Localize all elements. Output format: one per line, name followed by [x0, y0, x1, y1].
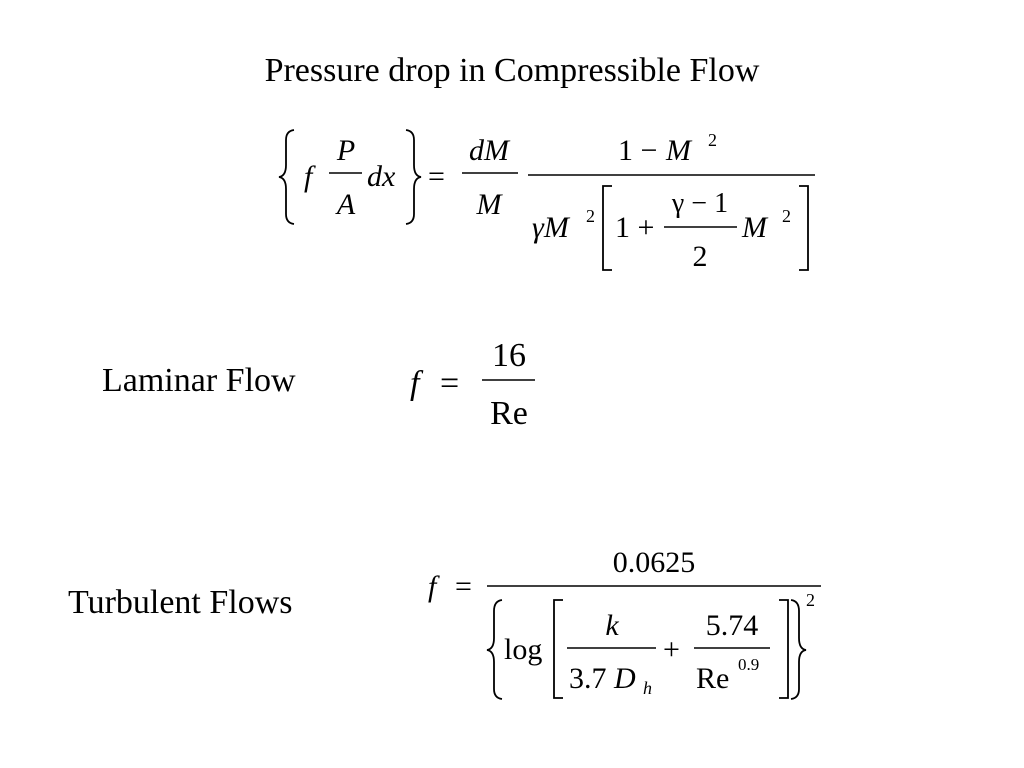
turbulent-flows-label: Turbulent Flows	[68, 584, 293, 621]
laminar-equals: =	[440, 365, 459, 402]
turbulent-left-curly-brace	[486, 599, 503, 700]
laminar-denominator-Re: Re	[490, 395, 528, 432]
turbulent-plus: +	[663, 633, 680, 666]
slide-title: Pressure drop in Compressible Flow	[264, 52, 760, 89]
friction-factor-f: f	[304, 160, 316, 193]
M-numerator: M	[665, 134, 693, 167]
turbulent-f: f	[428, 570, 440, 603]
exponent-0-9: 0.9	[738, 655, 759, 674]
log-function: log	[504, 633, 542, 666]
right-square-bracket	[799, 185, 809, 271]
equals-sign: =	[428, 160, 445, 193]
M-in-bracket: M	[741, 211, 769, 244]
laminar-numerator-16: 16	[492, 337, 526, 374]
perimeter-P: P	[336, 134, 355, 167]
laminar-f: f	[410, 365, 424, 402]
turbulent-left-square-bracket	[553, 599, 563, 699]
gamma-minus-one: γ − 1	[671, 188, 728, 219]
turbulent-equals: =	[455, 570, 472, 603]
exponent-2-gammaM: 2	[586, 206, 595, 226]
two-denominator: 2	[693, 240, 708, 273]
left-curly-brace	[278, 129, 295, 225]
differential-dx: dx	[367, 160, 396, 193]
exponent-2-bracket: 2	[782, 206, 791, 226]
gamma-M: γM	[532, 211, 571, 244]
area-A: A	[335, 188, 356, 221]
subscript-h: h	[643, 678, 652, 698]
hydraulic-diameter-D: D	[613, 662, 636, 695]
turbulent-numerator: 0.0625	[613, 546, 696, 579]
coefficient-5-74: 5.74	[706, 609, 759, 642]
reynolds-Re: Re	[696, 662, 729, 695]
right-curly-brace	[405, 129, 422, 225]
one-plus: 1 +	[615, 211, 654, 244]
laminar-flow-label: Laminar Flow	[102, 362, 296, 399]
outer-exponent-2: 2	[806, 590, 815, 610]
turbulent-right-square-bracket	[779, 599, 789, 699]
exponent-2-numerator: 2	[708, 130, 717, 150]
dM: dM	[469, 134, 511, 167]
one-minus: 1 −	[618, 134, 657, 167]
laminar-flow-equation: f = 16 Re	[410, 337, 535, 432]
coefficient-3-7: 3.7	[569, 662, 607, 695]
turbulent-flow-equation: f = 0.0625 log k 3.7 D h + 5.74 Re 0.9 2	[428, 546, 821, 700]
compressible-flow-equation: f P A dx = dM M 1 − M 2 γM 2 1 + γ − 1 2…	[278, 129, 815, 273]
left-square-bracket	[602, 185, 612, 271]
turbulent-right-curly-brace	[790, 599, 807, 700]
roughness-k: k	[605, 609, 619, 642]
M-denominator: M	[476, 188, 504, 221]
